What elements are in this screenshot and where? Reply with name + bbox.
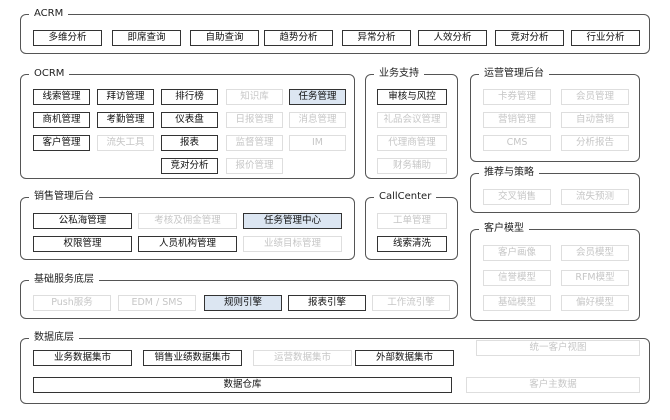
ops-item-marketing: 营销管理 [483,112,551,128]
ops-item-members: 会员管理 [561,89,629,105]
ocrm-item-dashboard[interactable]: 仪表盘 [161,112,218,128]
ocrm-item-messages: 消息管理 [289,112,346,128]
service-item-push: Push服务 [33,295,111,311]
ops-item-auto-marketing: 自动营销 [561,112,629,128]
acrm-item-adhoc[interactable]: 即席查询 [112,30,181,46]
model-item-rfm: RFM模型 [561,270,629,286]
ocrm-item-tasks[interactable]: 任务管理 [289,89,346,105]
sales-item-targets: 业绩目标管理 [243,236,342,252]
ocrm-item-quotes: 报价管理 [226,158,283,174]
data-item-warehouse[interactable]: 数据仓库 [33,377,452,393]
ocrm-item-attendance[interactable]: 考勤管理 [97,112,154,128]
model-item-member: 会员模型 [561,245,629,261]
ops-backend-group: 运营管理后台 卡券管理 会员管理 营销管理 自动营销 CMS 分析报告 [470,67,640,162]
ocrm-item-supervision: 监督管理 [226,135,283,151]
base-services-title: 基础服务底层 [29,273,99,287]
data-item-customer-master: 客户主数据 [466,377,640,393]
ocrm-item-ranking[interactable]: 排行榜 [161,89,218,105]
sales-item-task-center[interactable]: 任务管理中心 [243,213,342,229]
acrm-item-efficiency[interactable]: 人效分析 [418,30,487,46]
service-item-edm-sms: EDM / SMS [118,295,196,311]
acrm-item-industry[interactable]: 行业分析 [571,30,640,46]
acrm-item-anomaly[interactable]: 异常分析 [342,30,411,46]
ocrm-item-dailyreport: 日报管理 [226,112,283,128]
acrm-group: ACRM 多维分析 即席查询 自助查询 趋势分析 异常分析 人效分析 竞对分析 … [20,7,650,54]
ops-item-coupons: 卡券管理 [483,89,551,105]
service-item-rule-engine[interactable]: 规则引擎 [204,295,282,311]
ocrm-item-leads[interactable]: 线索管理 [33,89,90,105]
data-layer-group: 数据底层 业务数据集市 销售业绩数据集市 运营数据集市 外部数据集市 统一客户视… [20,331,650,404]
data-item-ops-mart: 运营数据集市 [253,350,352,366]
ocrm-item-opportunity[interactable]: 商机管理 [33,112,90,128]
recommend-group: 推荐与策略 交叉销售 流失预测 [470,166,640,213]
callcenter-group: CallCenter 工单管理 线索清洗 [365,190,458,260]
support-item-audit-risk[interactable]: 审核与风控 [377,89,447,105]
sales-backend-group: 销售管理后台 公私海管理 考核及佣金管理 任务管理中心 权限管理 人员机构管理 … [20,190,355,260]
ops-item-analysis-report: 分析报告 [561,135,629,151]
data-item-unified-customer-view: 统一客户视图 [476,340,640,356]
sales-backend-title: 销售管理后台 [29,190,99,204]
model-item-credit: 信誉模型 [483,270,551,286]
callcenter-item-tickets: 工单管理 [377,213,447,229]
ocrm-item-im: IM [289,135,346,151]
service-item-report-engine[interactable]: 报表引擎 [288,295,366,311]
model-item-portrait: 客户画像 [483,245,551,261]
sales-item-permissions[interactable]: 权限管理 [33,236,132,252]
support-item-gifts-meetings: 礼品会议管理 [377,112,447,128]
support-item-finance: 财务辅助 [377,158,447,174]
recommend-title: 推荐与策略 [479,166,539,180]
ops-backend-title: 运营管理后台 [479,67,549,81]
ocrm-group: OCRM 线索管理 拜访管理 排行榜 知识库 任务管理 商机管理 考勤管理 仪表… [20,67,355,179]
ocrm-item-competitor[interactable]: 竞对分析 [161,158,218,174]
customer-model-group: 客户模型 客户画像 会员模型 信誉模型 RFM模型 基础模型 偏好模型 [470,222,640,321]
acrm-item-selfquery[interactable]: 自助查询 [190,30,259,46]
service-item-workflow-engine: 工作流引擎 [372,295,450,311]
base-services-group: 基础服务底层 Push服务 EDM / SMS 规则引擎 报表引擎 工作流引擎 [20,273,458,319]
sales-item-pool[interactable]: 公私海管理 [33,213,132,229]
sales-item-org[interactable]: 人员机构管理 [138,236,237,252]
acrm-item-trend[interactable]: 趋势分析 [264,30,333,46]
ocrm-item-customers[interactable]: 客户管理 [33,135,90,151]
business-support-group: 业务支持 审核与风控 礼品会议管理 代理商管理 财务辅助 [365,67,458,179]
model-item-preference: 偏好模型 [561,295,629,311]
ocrm-title: OCRM [29,67,70,81]
support-item-agents: 代理商管理 [377,135,447,151]
recommend-item-cross-sell: 交叉销售 [483,189,551,205]
model-item-basic: 基础模型 [483,295,551,311]
acrm-title: ACRM [29,7,69,21]
ops-item-cms: CMS [483,135,551,151]
ocrm-item-visits[interactable]: 拜访管理 [97,89,154,105]
recommend-item-churn-predict: 流失预测 [561,189,629,205]
ocrm-item-knowledge: 知识库 [226,89,283,105]
data-item-sales-mart[interactable]: 销售业绩数据集市 [143,350,242,366]
data-layer-title: 数据底层 [29,331,79,345]
ocrm-item-reports[interactable]: 报表 [161,135,218,151]
customer-model-title: 客户模型 [479,222,529,236]
callcenter-title: CallCenter [374,190,437,204]
business-support-title: 业务支持 [374,67,424,81]
data-item-business-mart[interactable]: 业务数据集市 [33,350,132,366]
data-item-external-mart[interactable]: 外部数据集市 [355,350,454,366]
callcenter-item-lead-cleaning[interactable]: 线索清洗 [377,236,447,252]
sales-item-commission: 考核及佣金管理 [138,213,237,229]
acrm-item-multidim[interactable]: 多维分析 [33,30,102,46]
ocrm-item-churn-tool: 流失工具 [97,135,154,151]
acrm-item-competitor[interactable]: 竞对分析 [495,30,564,46]
